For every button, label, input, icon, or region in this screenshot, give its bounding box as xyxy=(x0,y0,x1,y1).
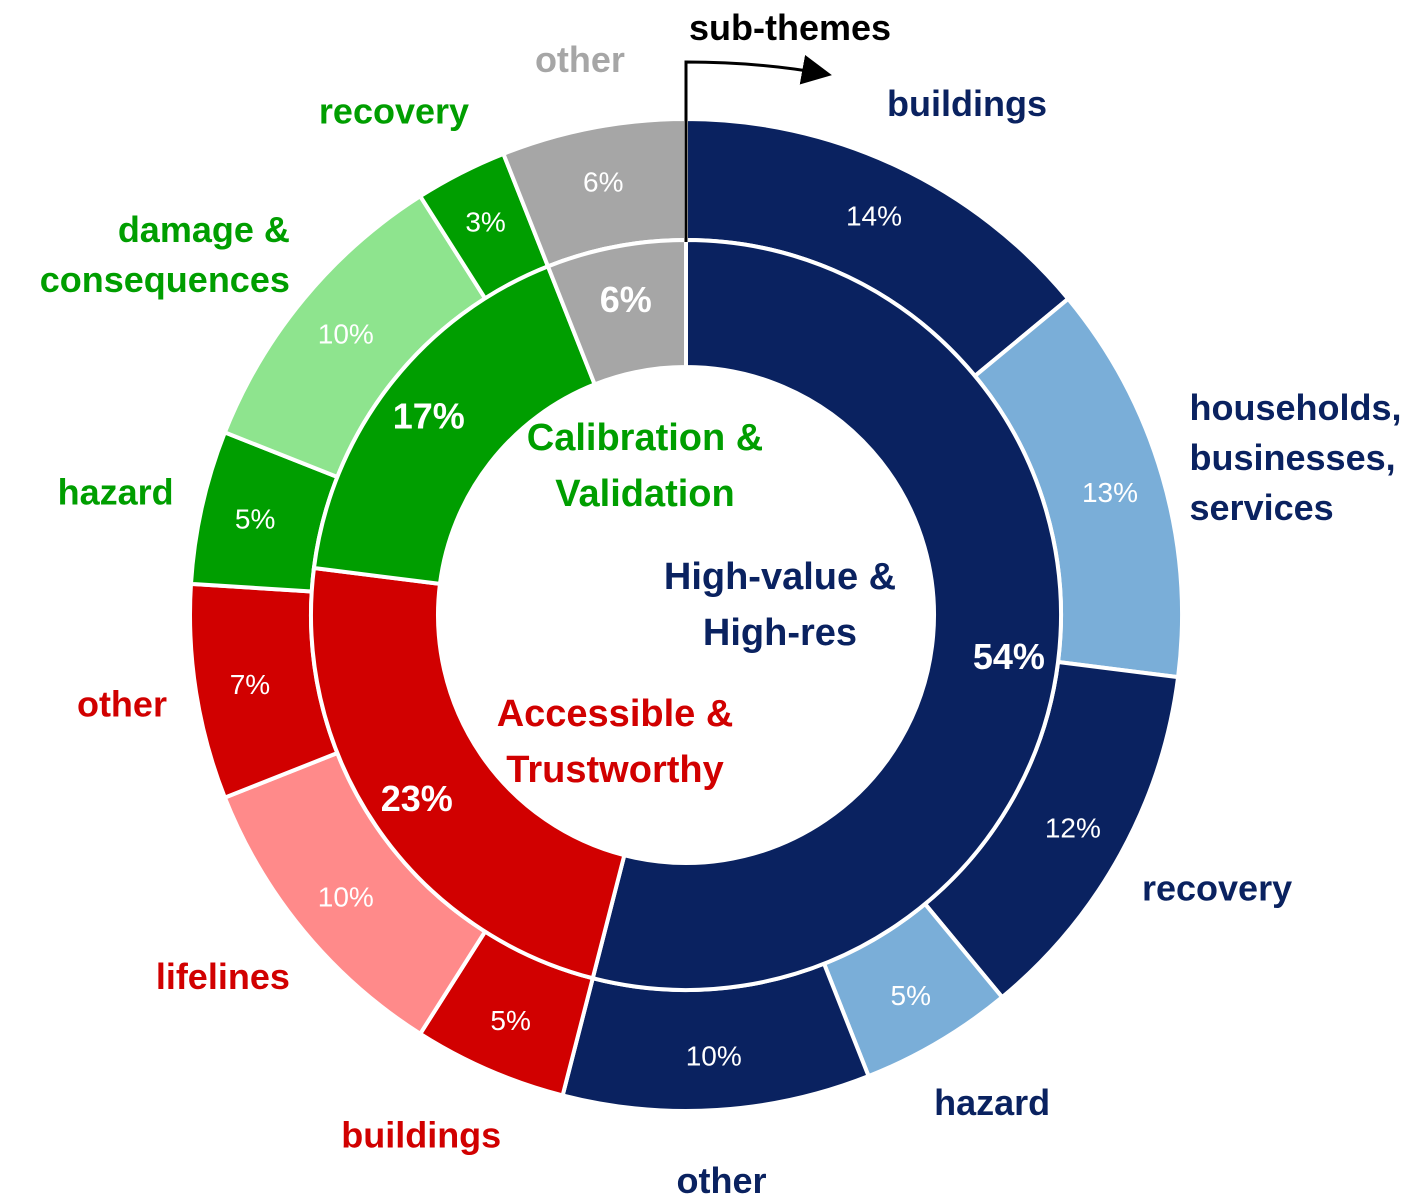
subtheme-value-5: 5% xyxy=(490,1005,530,1036)
theme-slice-hv xyxy=(590,237,1063,992)
theme-value-ot: 6% xyxy=(600,279,652,320)
subtheme-label-other-11: other xyxy=(535,39,625,80)
subtheme-value-6: 10% xyxy=(318,881,374,912)
subtheme-label-hazard-8: hazard xyxy=(58,471,174,512)
subtheme-value-4: 10% xyxy=(686,1040,742,1071)
subtheme-value-11: 6% xyxy=(583,166,623,197)
theme-label-at: Accessible &Trustworthy xyxy=(497,693,734,791)
theme-slice-ot xyxy=(545,237,688,388)
inner-ring xyxy=(309,237,1063,992)
subtheme-value-8: 5% xyxy=(235,503,275,534)
theme-value-at: 23% xyxy=(381,777,453,818)
subtheme-label-recovery-2: recovery xyxy=(1142,867,1292,908)
subtheme-label-households-1: households,businesses,services xyxy=(1190,387,1402,528)
subtheme-label-lifelines-6: lifelines xyxy=(156,955,290,996)
subtheme-value-10: 3% xyxy=(465,206,505,237)
subtheme-label-buildings-5: buildings xyxy=(341,1114,501,1155)
theme-label-hv: High-value &High-res xyxy=(664,556,896,654)
subtheme-label-hazard-3: hazard xyxy=(934,1082,1050,1123)
subtheme-value-9: 10% xyxy=(318,318,374,349)
subtheme-value-0: 14% xyxy=(846,200,902,231)
subtheme-label-other-7: other xyxy=(77,683,167,724)
subtheme-label-recovery-10: recovery xyxy=(319,90,469,131)
subtheme-label-other-4: other xyxy=(677,1159,767,1196)
theme-value-cv: 17% xyxy=(393,395,465,436)
subtheme-value-7: 7% xyxy=(230,669,270,700)
subtheme-label-damage-9: damage &consequences xyxy=(40,209,290,300)
subtheme-value-3: 5% xyxy=(891,980,931,1011)
labels: 14% buildings 13% households,businesses,ser… xyxy=(40,39,1402,1196)
subtheme-value-1: 13% xyxy=(1082,476,1138,507)
theme-label-cv: Calibration &Validation xyxy=(527,417,763,515)
subtitle-arrow xyxy=(684,54,832,242)
theme-slice-at xyxy=(309,565,627,981)
subtheme-value-2: 12% xyxy=(1045,812,1101,843)
theme-value-hv: 54% xyxy=(973,635,1045,676)
subtitle-annotation: sub-themes xyxy=(684,7,891,242)
subtheme-label-buildings-0: buildings xyxy=(887,82,1047,123)
subtitle: sub-themes xyxy=(689,7,891,48)
